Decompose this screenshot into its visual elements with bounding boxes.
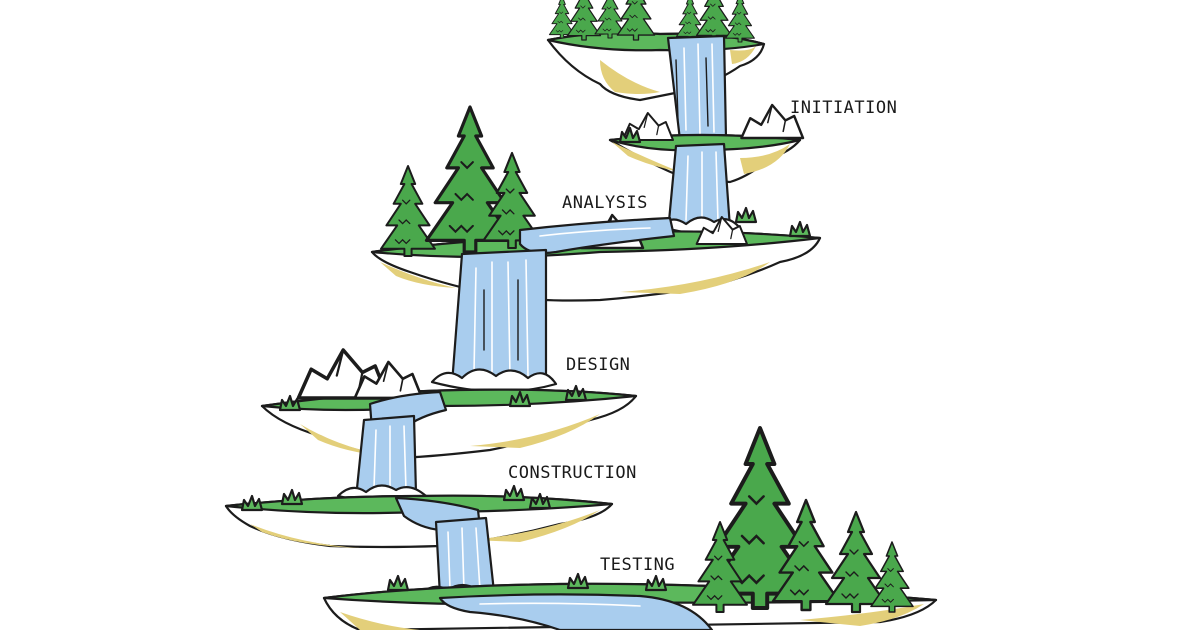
island-design xyxy=(260,348,638,460)
stage-label-analysis: ANALYSIS xyxy=(562,193,648,213)
stage-labels: INITIATION ANALYSIS DESIGN CONSTRUCTION … xyxy=(508,98,897,575)
waterfall-top xyxy=(666,34,728,142)
stage-label-construction: CONSTRUCTION xyxy=(508,463,637,483)
tree-cluster-testing xyxy=(692,426,914,614)
waterfall-analysis xyxy=(430,248,558,393)
stage-label-initiation: INITIATION xyxy=(790,98,897,118)
stream-testing xyxy=(438,593,714,630)
island-top xyxy=(546,0,766,102)
stage-label-testing: TESTING xyxy=(600,555,675,575)
stage-label-design: DESIGN xyxy=(566,355,630,375)
tree-cluster-analysis xyxy=(380,105,542,257)
